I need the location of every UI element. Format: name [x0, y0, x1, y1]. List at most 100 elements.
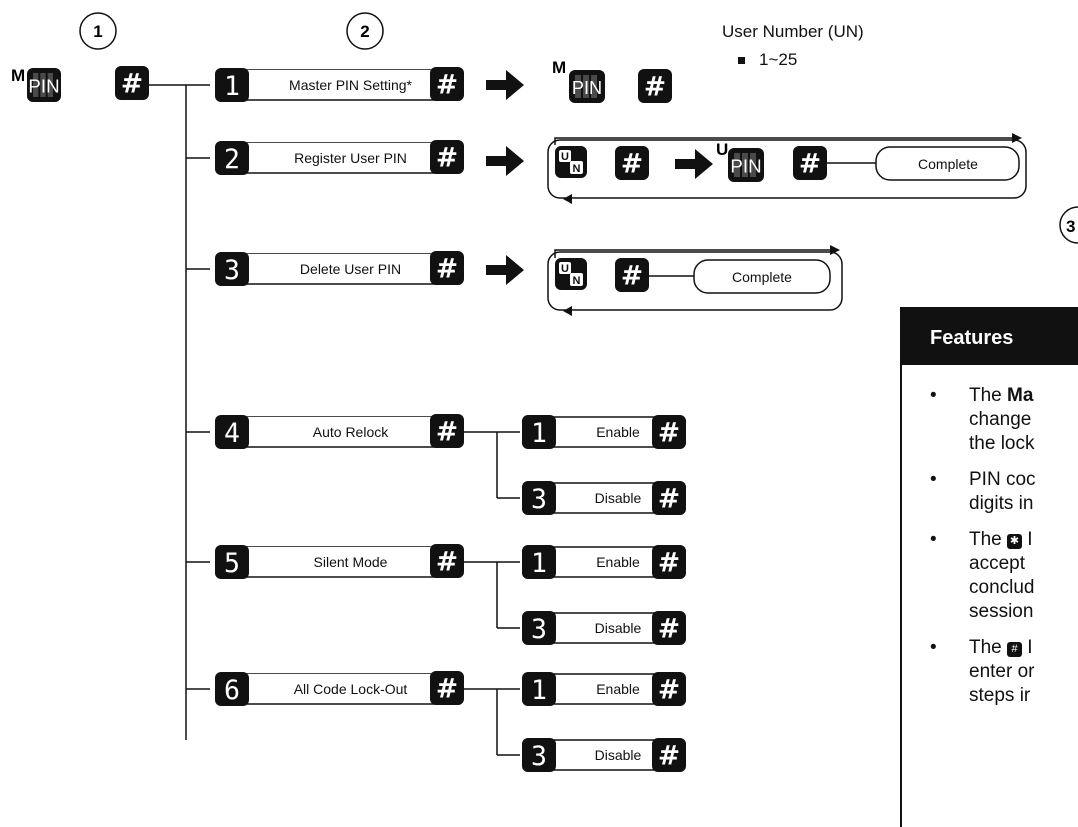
star-key-icon: ✱: [1007, 534, 1023, 549]
sub-option-label: Enable: [596, 681, 640, 697]
complete-label: Complete: [918, 156, 978, 172]
hash-key-glyph: #: [644, 72, 666, 103]
hash-key-icon: #: [615, 258, 649, 292]
hash-key-glyph: #: [658, 484, 680, 515]
number-key-glyph: 3: [531, 484, 547, 515]
hash-key-icon: #: [430, 671, 464, 705]
user-number-title: User Number (UN): [722, 22, 864, 41]
hash-key-icon: #: [652, 738, 686, 772]
number-key-icon: 1: [522, 672, 556, 706]
user-number-key-icon: UN: [555, 258, 587, 290]
hash-key-glyph: #: [799, 149, 821, 180]
loop-line: [554, 249, 836, 258]
step-number-badge: 2: [346, 12, 384, 50]
menu-item-label: Delete User PIN: [300, 261, 401, 277]
hash-key-icon: #: [652, 672, 686, 706]
u-glyph: U: [561, 151, 569, 163]
feature-line: enter or: [969, 661, 1035, 682]
hash-key-icon: #: [430, 251, 464, 285]
step-number-text: 2: [360, 22, 369, 41]
number-key-glyph: 1: [531, 418, 547, 449]
arrow-right-icon: [486, 146, 524, 176]
step-number-text: 1: [93, 22, 102, 41]
number-key-glyph: 3: [531, 614, 547, 645]
hash-key-glyph: #: [658, 675, 680, 706]
sub-option-3: Disable: [531, 612, 683, 644]
loop-arrowhead-icon: [563, 306, 572, 316]
menu-item-3: Delete User PIN: [224, 253, 463, 285]
number-key-glyph: 1: [531, 675, 547, 706]
sub-option-1: Enable: [531, 546, 683, 578]
user-letter: U: [716, 140, 728, 159]
number-key-glyph: 4: [224, 418, 240, 449]
hash-key-icon: #: [793, 146, 827, 180]
hash-key-icon: #: [652, 611, 686, 645]
number-key-glyph: 3: [224, 255, 240, 286]
hash-key-icon: #: [638, 69, 672, 103]
loop-arrowhead-icon: [563, 194, 572, 204]
pin-key-icon: PIN: [569, 70, 605, 103]
menu-item-label: Master PIN Setting*: [289, 77, 412, 93]
feature-line: the lock: [969, 433, 1035, 454]
number-key-icon: 3: [522, 738, 556, 772]
user-number-key-icon: UN: [555, 146, 587, 178]
sub-option-label: Enable: [596, 554, 640, 570]
hash-key-glyph: #: [658, 548, 680, 579]
menu-item-label: Silent Mode: [314, 554, 388, 570]
hash-key-icon: #: [430, 414, 464, 448]
hash-key-glyph: #: [658, 418, 680, 449]
feature-line: The ✱ I: [969, 529, 1033, 550]
master-letter: M: [552, 58, 566, 77]
menu-item-5: Silent Mode: [224, 546, 463, 578]
hash-key-glyph: #: [658, 741, 680, 772]
menu-item-2: Register User PIN: [224, 142, 463, 174]
complete-button-outline: [693, 259, 831, 294]
u-glyph: U: [561, 263, 569, 275]
complete-label: Complete: [732, 269, 792, 285]
hash-key-glyph: #: [121, 69, 143, 100]
menu-item-6: All Code Lock-Out: [224, 673, 463, 705]
number-key-icon: 3: [522, 481, 556, 515]
pin-key-icon: PIN: [27, 68, 61, 102]
hash-key-glyph: #: [436, 547, 458, 578]
arrow-right-icon: [486, 255, 524, 285]
sub-option-label: Disable: [595, 490, 642, 506]
step-number-text: 3: [1066, 217, 1075, 236]
number-key-icon: 1: [522, 545, 556, 579]
number-key-icon: 3: [522, 611, 556, 645]
hash-key-icon: #: [430, 140, 464, 174]
pin-key-label: PIN: [730, 155, 761, 176]
hash-key-icon: #: [652, 415, 686, 449]
hash-key-glyph: #: [658, 614, 680, 645]
number-key-glyph: 6: [224, 675, 240, 706]
menu-item-1: Master PIN Setting*: [224, 69, 463, 101]
step-number-badge: 1: [79, 12, 117, 50]
hash-key-icon: #: [430, 67, 464, 101]
pin-key-icon: PIN: [728, 148, 764, 182]
features-title: Features: [902, 307, 1078, 370]
number-key-icon: 4: [215, 415, 249, 449]
hash-key-glyph: #: [436, 417, 458, 448]
hash-key-glyph: #: [436, 674, 458, 705]
feature-line: The # I: [969, 637, 1033, 658]
feature-line: accept: [969, 553, 1025, 574]
hash-key-glyph: #: [436, 143, 458, 174]
hash-key-icon: #: [430, 544, 464, 578]
feature-line: PIN coc: [969, 469, 1036, 490]
feature-line: digits in: [969, 493, 1034, 514]
number-key-icon: 3: [215, 252, 249, 286]
feature-line: change: [969, 409, 1032, 430]
sub-option-label: Enable: [596, 424, 640, 440]
feature-bold-text: Ma: [1007, 385, 1034, 406]
hash-key-icon: #: [615, 146, 649, 180]
sub-option-3: Disable: [531, 739, 683, 771]
arrow-right-icon: [675, 149, 713, 179]
hash-key-icon: #: [652, 545, 686, 579]
n-glyph: N: [573, 275, 581, 287]
